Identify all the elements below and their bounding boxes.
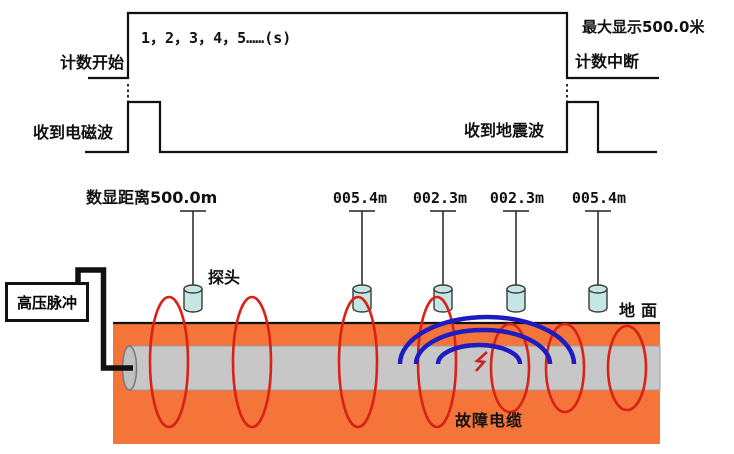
probe-cylinder-icon <box>588 284 608 313</box>
label-display-distance: 数显距离500.0m <box>86 188 218 207</box>
label-reading-4: 005.4m <box>571 189 627 207</box>
label-faulty-cable: 故障电缆 <box>455 411 524 430</box>
label-reading-2: 002.3m <box>412 189 468 207</box>
wavefront-arc <box>413 327 553 365</box>
wavefront-arc <box>435 342 523 365</box>
label-count-interrupt: 计数中断 <box>575 52 640 71</box>
label-count-sequence: 1，2，3，4，5……(s) <box>141 29 292 47</box>
label-received-em-wave: 收到电磁波 <box>33 123 114 142</box>
label-hv-pulse: 高压脉冲 <box>16 293 77 312</box>
label-reading-1: 005.4m <box>332 189 388 207</box>
label-probe: 探头 <box>208 268 241 287</box>
probe-cylinder-icon <box>506 284 526 313</box>
echo-waveform <box>85 100 657 154</box>
hv-pulse-box: 高压脉冲 <box>5 282 89 322</box>
sensor-drop-line <box>180 210 206 287</box>
label-count-start: 计数开始 <box>59 53 124 72</box>
field-loop <box>489 322 531 414</box>
field-loop <box>148 295 190 429</box>
sensor-drop-line <box>585 210 611 287</box>
field-loop <box>544 322 586 414</box>
counting-waveform <box>88 11 659 80</box>
field-loop <box>231 295 273 429</box>
field-loop <box>606 324 648 412</box>
fault-lightning-icon <box>474 351 488 372</box>
sensor-drop-line <box>503 210 529 287</box>
wavefront-arc <box>397 314 577 365</box>
sensor-drop-line <box>349 210 375 287</box>
label-ground-surface: 地面 <box>619 301 664 320</box>
label-max-display: 最大显示500.0米 <box>582 18 705 36</box>
probe-cylinder-icon <box>183 284 203 313</box>
cable-body <box>128 345 661 391</box>
sensor-drop-line <box>430 210 456 287</box>
label-reading-3: 002.3m <box>489 189 545 207</box>
label-received-seismic-wave: 收到地震波 <box>464 121 545 140</box>
field-loop <box>337 295 379 429</box>
hv-wire <box>75 267 133 371</box>
